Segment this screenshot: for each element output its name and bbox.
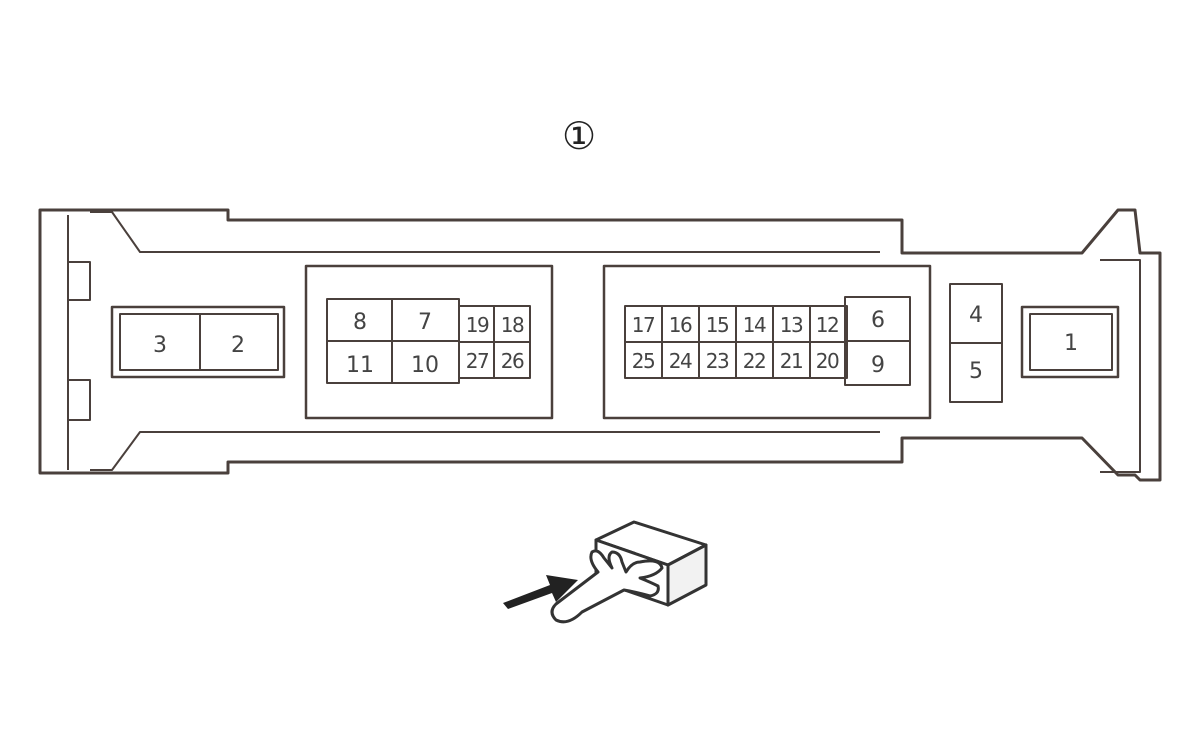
terminal-20: 20 bbox=[816, 349, 839, 373]
hand-pointing-connector-icon bbox=[550, 520, 708, 624]
terminal-7: 7 bbox=[418, 310, 432, 335]
terminal-10: 10 bbox=[411, 353, 439, 378]
connector-housing bbox=[38, 208, 1162, 482]
terminal-26: 26 bbox=[501, 349, 524, 373]
terminal-9: 9 bbox=[871, 353, 885, 378]
terminal-21: 21 bbox=[780, 349, 802, 373]
terminal-2: 2 bbox=[231, 333, 245, 358]
terminal-27: 27 bbox=[466, 349, 489, 373]
arrow-right-icon bbox=[503, 575, 578, 609]
cavity-right bbox=[1020, 305, 1120, 379]
terminal-18: 18 bbox=[501, 313, 524, 337]
terminal-23: 23 bbox=[706, 349, 729, 373]
terminal-15: 15 bbox=[706, 313, 728, 337]
callout-number: ① bbox=[561, 114, 597, 158]
terminal-1: 1 bbox=[1064, 331, 1078, 356]
terminal-6: 6 bbox=[871, 308, 885, 333]
terminal-16: 16 bbox=[669, 313, 692, 337]
terminal-8: 8 bbox=[353, 310, 367, 335]
block-right bbox=[602, 264, 932, 420]
terminal-12: 12 bbox=[816, 313, 838, 337]
terminal-14: 14 bbox=[743, 313, 766, 337]
cavity-left bbox=[110, 305, 286, 379]
terminal-4: 4 bbox=[969, 303, 983, 328]
terminal-24: 24 bbox=[669, 349, 692, 373]
terminal-11: 11 bbox=[346, 353, 374, 378]
terminal-17: 17 bbox=[632, 313, 655, 337]
terminal-3: 3 bbox=[153, 333, 167, 358]
block-left bbox=[304, 264, 554, 420]
terminal-13: 13 bbox=[780, 313, 803, 337]
terminal-5: 5 bbox=[969, 359, 983, 384]
terminal-22: 22 bbox=[743, 349, 765, 373]
terminal-19: 19 bbox=[466, 313, 489, 337]
terminal-25: 25 bbox=[632, 349, 654, 373]
